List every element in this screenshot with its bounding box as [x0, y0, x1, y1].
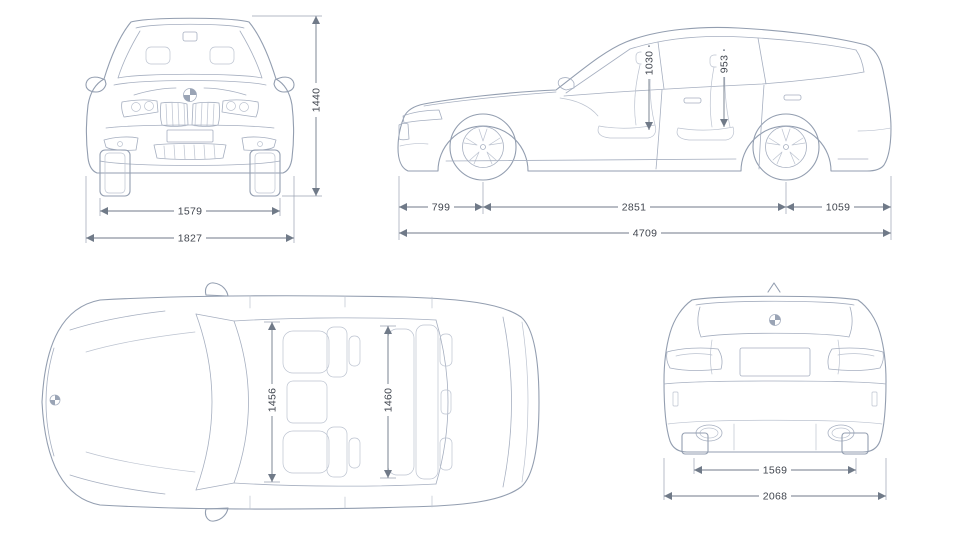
- top-view-drawing: [41, 282, 540, 522]
- front-door-handle: [683, 97, 702, 104]
- license-plate: [166, 129, 214, 143]
- bmw-roundel-icon-top: [49, 394, 61, 406]
- dim-label-rear-track: 1569: [759, 462, 791, 478]
- top-mirror-left: [204, 282, 229, 297]
- rear-overhang-value: 1059: [826, 202, 851, 214]
- dim-label-front-overhang: 799: [428, 199, 454, 215]
- rear-overall-width-value: 2068: [763, 491, 788, 503]
- dim-label-front-interior-width: 1456: [264, 384, 280, 416]
- dim-label-front-track: 1579: [174, 203, 206, 219]
- front-view-dimensions: 1440 1579 1827: [85, 15, 324, 246]
- wheelbase-value: 2851: [622, 202, 647, 214]
- dim-label-overall-length: 4709: [629, 225, 661, 241]
- front-wheel: [449, 113, 517, 181]
- dim-label-rear-overall-width: 2068: [759, 488, 791, 504]
- rear-door-handle: [783, 94, 802, 101]
- front-headrest-right: [209, 46, 235, 65]
- bmw-roundel-icon-rear: [769, 314, 781, 326]
- dim-label-rear-headroom: 953: [716, 51, 732, 77]
- front-headroom-value: 1030: [644, 51, 656, 76]
- front-width-value: 1827: [178, 233, 203, 245]
- interior-mirror: [182, 31, 198, 42]
- rear-interior-width-value: 1460: [383, 388, 395, 413]
- front-seats-top: [282, 326, 361, 478]
- fog-light-right: [257, 141, 263, 147]
- rear-right-wheel: [841, 432, 869, 455]
- overall-length-value: 4709: [633, 228, 658, 240]
- right-mirror: [273, 76, 295, 93]
- dim-label-front-headroom: 1030: [641, 47, 657, 79]
- dim-label-rear-interior-width: 1460: [380, 384, 396, 416]
- rear-view-drawing: [663, 282, 887, 455]
- side-view-dimensions: 1030 953 799 2851 1059 4709: [398, 45, 892, 241]
- front-height-value: 1440: [311, 88, 323, 113]
- rear-left-wheel: [681, 432, 709, 455]
- fog-light-left: [117, 141, 123, 147]
- antenna-fin: [767, 282, 781, 293]
- reflector-right: [871, 391, 878, 407]
- dim-label-rear-overhang: 1059: [822, 199, 854, 215]
- front-view-drawing: [85, 17, 295, 197]
- front-right-wheel: [249, 149, 281, 197]
- taillight-left: [666, 347, 723, 371]
- taillight-right: [827, 347, 884, 371]
- dim-label-front-width: 1827: [174, 230, 206, 246]
- left-mirror: [85, 76, 107, 93]
- front-overhang-value: 799: [432, 202, 450, 214]
- headlights: [121, 99, 259, 118]
- side-mirror: [557, 77, 575, 91]
- front-interior-width-value: 1456: [267, 388, 279, 413]
- side-view-drawing: [397, 26, 892, 181]
- kidney-grille: [159, 101, 221, 127]
- rear-view-dimensions: 1569 2068: [663, 458, 887, 504]
- front-left-wheel: [99, 149, 131, 197]
- front-headrest-left: [145, 46, 171, 65]
- reflector-left: [672, 391, 679, 407]
- rear-wheel: [752, 113, 820, 181]
- front-track-value: 1579: [178, 206, 203, 218]
- top-view-dimensions: 1456 1460: [264, 321, 396, 483]
- bmw-roundel-icon: [183, 88, 197, 102]
- top-mirror-right: [204, 507, 229, 522]
- rear-bench-top: [387, 324, 453, 480]
- rear-track-value: 1569: [763, 465, 788, 477]
- dim-label-wheelbase: 2851: [618, 199, 650, 215]
- rear-headroom-value: 953: [719, 55, 731, 73]
- rear-license-recess: [739, 347, 811, 377]
- dim-label-front-height: 1440: [308, 83, 324, 117]
